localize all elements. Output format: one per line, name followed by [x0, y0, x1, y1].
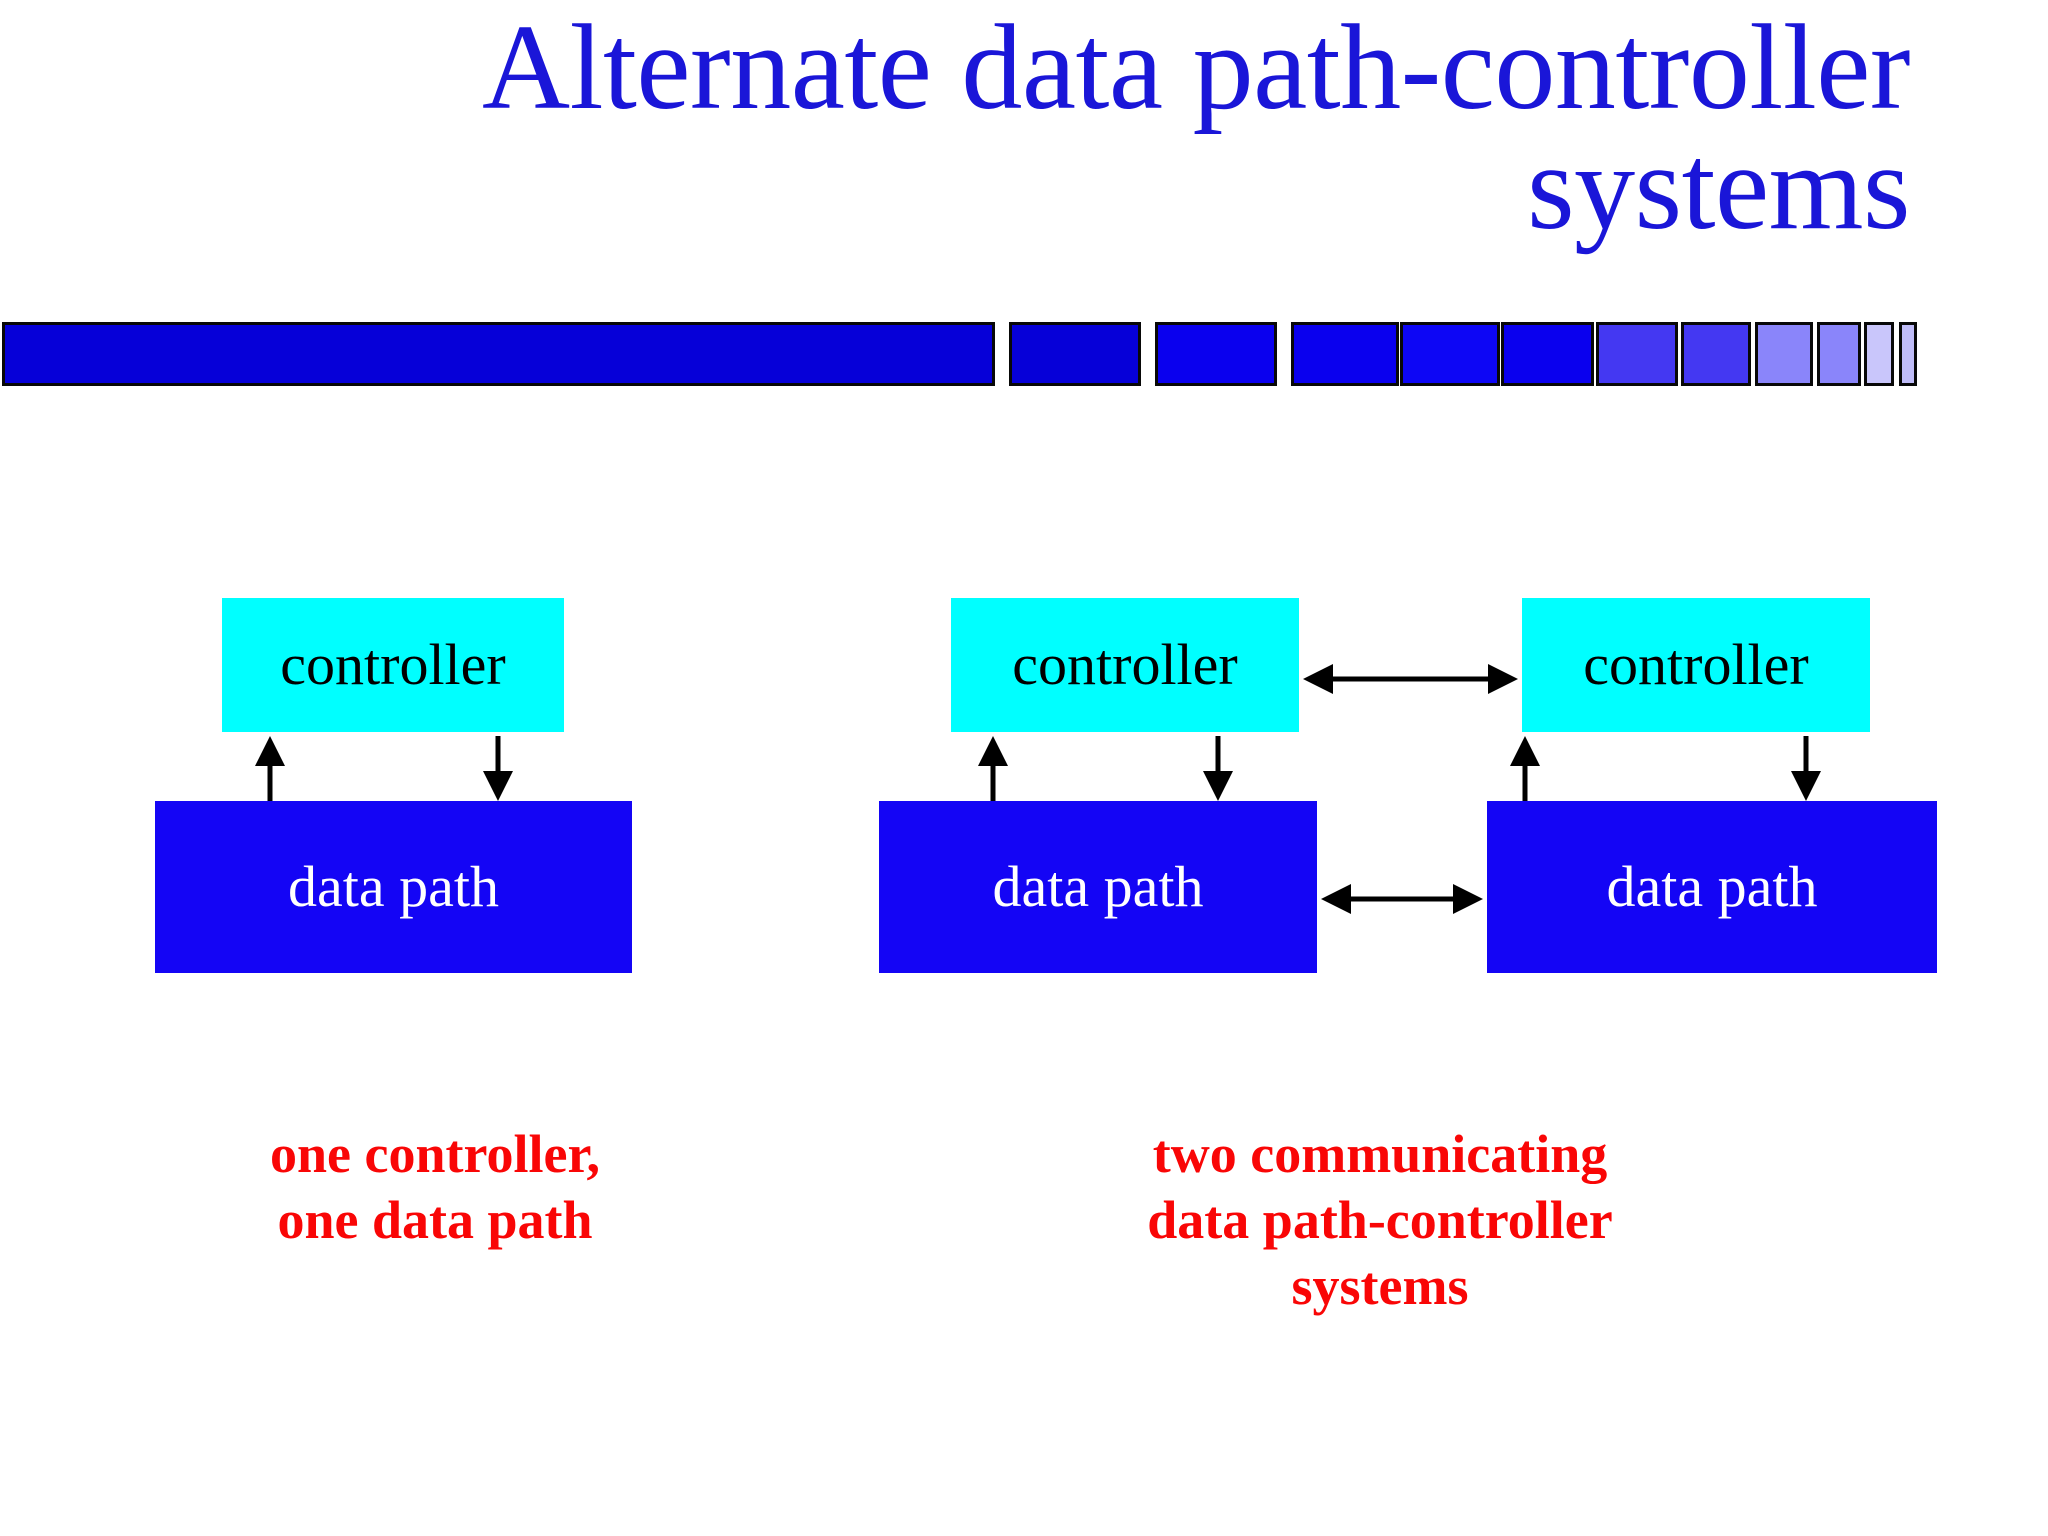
arrow-datapath-to-controller-2 [978, 736, 1008, 801]
controller-box-single-system: controller [222, 598, 564, 732]
decorative-bar-segment [1009, 322, 1141, 386]
decorative-bar-segment [1864, 322, 1894, 386]
arrow-datapath-to-controller-3 [1510, 736, 1540, 801]
arrow-datapath-datapath-link [1321, 884, 1483, 914]
caption-two-communicating-systems: two communicating data path-controller s… [1147, 1124, 1613, 1316]
decorative-bar-segment [1291, 322, 1399, 386]
controller-box-right-of-pair: controller [1522, 598, 1870, 732]
decorative-bar-segment [1501, 322, 1594, 386]
decorative-bar-segment [1755, 322, 1813, 386]
arrow-controller-to-datapath-1 [483, 736, 513, 801]
datapath-box-right-of-pair: data path [1487, 801, 1937, 973]
decorative-bar-segment [1681, 322, 1751, 386]
decorative-bar-segment [2, 322, 995, 386]
decorative-bar-segment [1155, 322, 1277, 386]
arrow-controller-to-datapath-3 [1791, 736, 1821, 801]
datapath-label: data path [992, 854, 1204, 919]
decorative-bar-segment [1899, 322, 1917, 386]
controller-label: controller [1012, 632, 1238, 697]
arrow-controller-controller-link [1303, 664, 1518, 694]
datapath-box-single-system: data path [155, 801, 632, 973]
controller-label: controller [280, 632, 506, 697]
decorative-bar-segment [1817, 322, 1861, 386]
decorative-bar [0, 322, 2048, 392]
datapath-label: data path [288, 854, 499, 919]
datapath-label: data path [1606, 854, 1818, 919]
controller-label: controller [1583, 632, 1809, 697]
controller-box-left-of-pair: controller [951, 598, 1299, 732]
caption-one-controller-one-data-path: one controller, one data path [270, 1124, 600, 1250]
arrow-datapath-to-controller-1 [255, 736, 285, 801]
datapath-box-left-of-pair: data path [879, 801, 1317, 973]
page-title: Alternate data path-controller systems [482, 0, 1910, 255]
arrow-controller-to-datapath-2 [1203, 736, 1233, 801]
decorative-bar-segment [1400, 322, 1500, 386]
decorative-bar-segment [1596, 322, 1678, 386]
